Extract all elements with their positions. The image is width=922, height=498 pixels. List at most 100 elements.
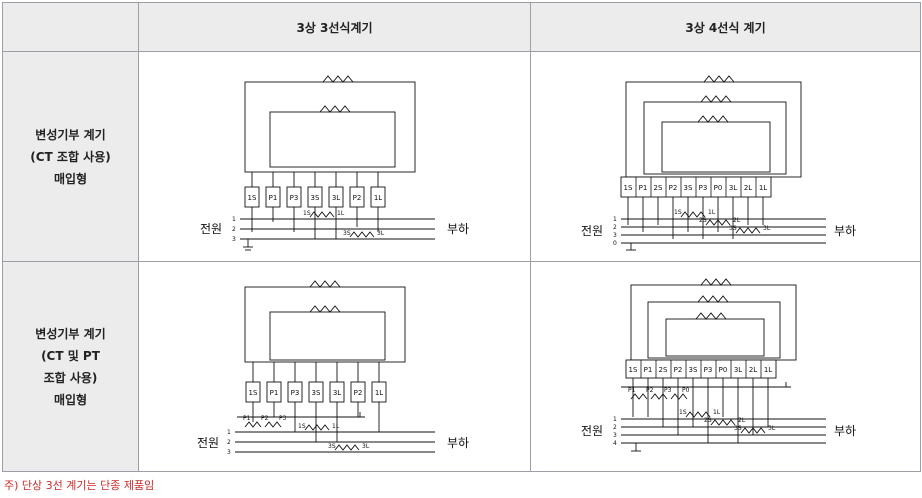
row-label-line: 변성기부 계기 [35, 127, 106, 142]
terminal-label: P3 [703, 366, 712, 374]
line-number: 1 [613, 216, 617, 223]
terminal-label: 1L [763, 366, 771, 374]
terminal-block: 1S P1 2S P2 3S P3 P0 3L 2L 1L [620, 176, 771, 197]
ct-label: 3L [768, 425, 776, 432]
terminal-label: P0 [713, 184, 722, 192]
ct-label: 1L [332, 423, 340, 430]
ct-label: 3L [377, 230, 385, 237]
terminal-label: 3L [733, 366, 741, 374]
terminal-label: 3S [310, 194, 319, 202]
diagram-4w-ctpt: 1S P1 2S P2 3S P3 P0 3L 2L 1L P1 P2 P3 P… [581, 277, 856, 451]
terminal-label: P1 [269, 389, 278, 397]
ct-label: 3L [362, 443, 370, 450]
ct-label: 1S [303, 210, 311, 217]
line-number: 3 [232, 236, 236, 243]
load-label: 부하 [834, 424, 856, 438]
row-label-line: 매입형 [53, 392, 88, 407]
header-four-wire: 3상 4선식 계기 [530, 2, 921, 52]
terminal-label: 1L [374, 389, 382, 397]
pt-label: P1 [628, 387, 636, 394]
footnote: 주) 단상 3선 계기는 단종 제품임 [4, 479, 155, 492]
pt-label: P2 [261, 415, 269, 422]
ct-label: 2L [738, 417, 746, 424]
ct-label: 1S [298, 423, 306, 430]
terminal-label: 2L [743, 184, 751, 192]
line-number: 0 [613, 240, 617, 247]
terminal-label: P3 [290, 389, 299, 397]
ct-label: 3L [763, 225, 771, 232]
diagram-cell-3w-ct: 1S P1 P3 3S 3L P2 1L 1S 1L 3S 3L 1 2 3 전… [138, 51, 531, 262]
line-number: 1 [232, 216, 236, 223]
load-label: 부하 [447, 436, 469, 450]
diagram-cell-3w-ctpt: 1S P1 P3 3S 3L P2 1L P1 P2 P3 1S 1L 3S 3… [138, 261, 531, 472]
line-number: 2 [227, 439, 231, 446]
line-number: 4 [613, 440, 617, 447]
diagram-cell-4w-ct: 1S P1 2S P2 3S P3 P0 3L 2L 1L 1S 1L 2S 2… [530, 51, 921, 262]
terminal-label: P3 [289, 194, 298, 202]
terminal-label: 3L [332, 389, 340, 397]
pt-label: P1 [243, 415, 251, 422]
source-label: 전원 [200, 222, 222, 236]
line-number: 2 [613, 424, 617, 431]
ct-label: 2S [699, 217, 707, 224]
terminal-block: 1S P1 2S P2 3S P3 P0 3L 2L 1L [625, 359, 776, 378]
pt-label: P3 [279, 415, 287, 422]
terminal-label: P2 [353, 389, 362, 397]
ct-label: 1S [674, 209, 682, 216]
ct-label: 1S [679, 409, 687, 416]
terminal-label: 2S [653, 184, 662, 192]
header-three-wire: 3상 3선식계기 [138, 2, 531, 52]
line-number: 2 [232, 226, 236, 233]
terminal-label: 3S [688, 366, 697, 374]
terminal-label: 2L [748, 366, 756, 374]
row-label-line: (CT 및 PT [41, 348, 100, 363]
ct-label: 1L [713, 409, 721, 416]
terminal-label: P2 [352, 194, 361, 202]
ct-label: 3S [343, 230, 351, 237]
load-label: 부하 [834, 224, 856, 238]
terminal-label: 3S [311, 389, 320, 397]
terminal-label: 3L [728, 184, 736, 192]
terminal-label: 1S [248, 389, 257, 397]
diagram-3w-ctpt: 1S P1 P3 3S 3L P2 1L P1 P2 P3 1S 1L 3S 3… [197, 279, 469, 456]
terminal-label: 1S [247, 194, 256, 202]
terminal-label: P1 [638, 184, 647, 192]
row-label-ct: 변성기부 계기 (CT 조합 사용) 매입형 [2, 51, 139, 262]
terminal-label: P1 [643, 366, 652, 374]
line-number: 2 [613, 224, 617, 231]
row-label-ct-pt: 변성기부 계기 (CT 및 PT 조합 사용) 매입형 [2, 261, 139, 472]
diagram-cell-4w-ctpt: 1S P1 2S P2 3S P3 P0 3L 2L 1L P1 P2 P3 P… [530, 261, 921, 472]
pt-label: P2 [646, 387, 654, 394]
line-number: 3 [227, 449, 231, 456]
terminal-block: 1S P1 P3 3S 3L P2 1L [245, 381, 386, 402]
ct-label: 3S [328, 443, 336, 450]
ct-label: 2S [704, 417, 712, 424]
row-label-line: 매입형 [53, 171, 88, 186]
ct-label: 3S [734, 425, 742, 432]
line-number: 3 [613, 232, 617, 239]
ct-label: 3S [729, 225, 737, 232]
terminal-label: 2S [658, 366, 667, 374]
terminal-block: 1S P1 P3 3S 3L P2 1L [244, 186, 385, 207]
terminal-label: 3S [683, 184, 692, 192]
row-label-line: 변성기부 계기 [35, 326, 106, 341]
terminal-label: P3 [698, 184, 707, 192]
table-corner [2, 2, 139, 52]
line-number: 1 [613, 416, 617, 423]
ct-label: 2L [733, 217, 741, 224]
terminal-label: P2 [673, 366, 682, 374]
source-label: 전원 [581, 424, 603, 438]
load-label: 부하 [447, 222, 469, 236]
source-label: 전원 [581, 224, 603, 238]
line-number: 3 [613, 432, 617, 439]
terminal-label: 1S [628, 366, 637, 374]
row-label-line: 조합 사용) [43, 370, 98, 385]
ct-label: 1L [337, 210, 345, 217]
terminal-label: 3L [331, 194, 339, 202]
row-label-line: (CT 조합 사용) [30, 149, 111, 164]
diagram-4w-ct: 1S P1 2S P2 3S P3 P0 3L 2L 1L 1S 1L 2S 2… [581, 74, 856, 250]
terminal-label: P1 [268, 194, 277, 202]
source-label: 전원 [197, 436, 219, 450]
line-number: 1 [227, 429, 231, 436]
